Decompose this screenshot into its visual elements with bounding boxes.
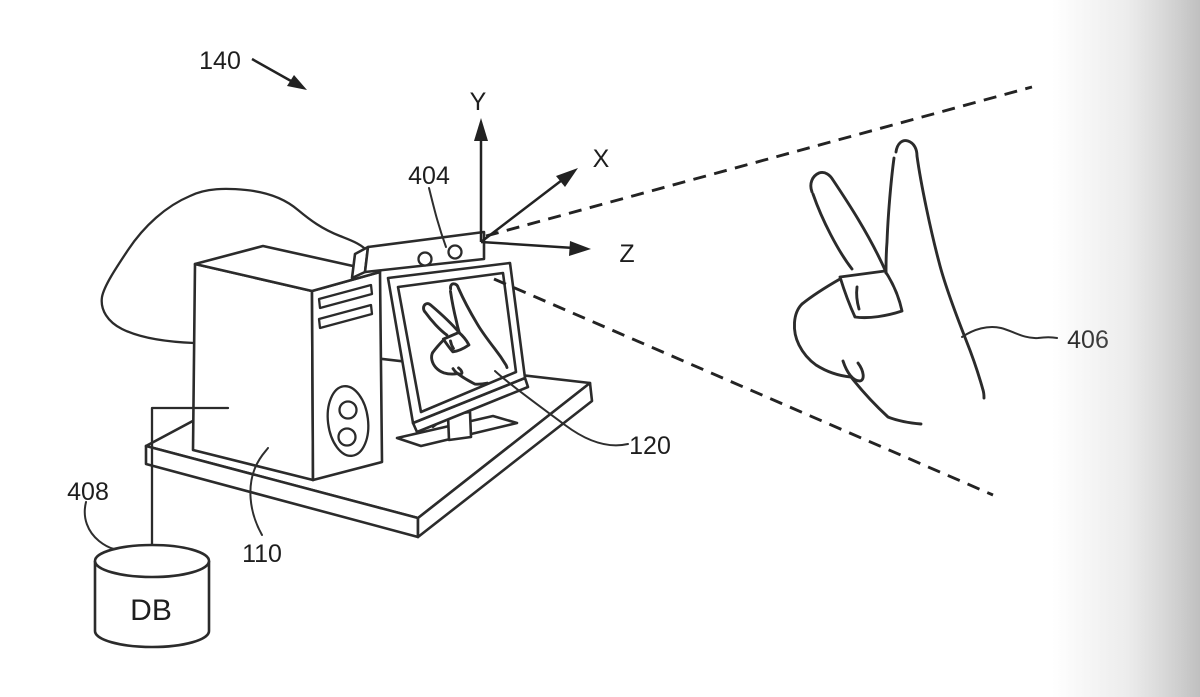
y-axis-arrowhead [474, 118, 488, 141]
monitor-display [386, 261, 530, 434]
y-axis-label: Y [470, 88, 487, 116]
cable-cloud [100, 187, 370, 345]
tower-top-face [193, 244, 382, 293]
computer-leader [249, 447, 269, 536]
tower-left-face [191, 262, 315, 482]
x-axis-arrowhead [556, 168, 578, 187]
monitor-stand [395, 410, 519, 448]
tower-vent-slot [317, 283, 374, 310]
camera-leader [428, 187, 447, 248]
system-ref-label: 140 [199, 47, 241, 75]
page-edge-shade [1052, 0, 1200, 697]
database-body [93, 561, 211, 649]
database-leader [83, 501, 115, 550]
z-axis-label: Z [619, 240, 634, 268]
coordinate-axes: Y X Z [470, 88, 635, 268]
camera-sensor-bar [350, 230, 486, 280]
z-axis-line [480, 240, 575, 250]
fov-dashed-upper [485, 85, 1033, 238]
tracked-hand [792, 139, 986, 426]
hand-leader [961, 326, 1058, 340]
camera-lens [447, 244, 463, 260]
tower-button [337, 427, 357, 447]
display-ref-label: 120 [629, 432, 671, 460]
system-arrow-line [251, 57, 292, 83]
camera-lens [417, 251, 433, 267]
stand-pedestal [446, 410, 473, 442]
database-top [93, 543, 211, 579]
camera-ref-label: 404 [408, 162, 450, 190]
system-arrowhead [287, 75, 307, 90]
display-leader [494, 370, 629, 447]
platform-front-right-edge [416, 381, 594, 539]
x-axis-line [480, 176, 567, 243]
z-axis-arrowhead [569, 241, 591, 256]
database-ref-label: 408 [67, 478, 109, 506]
fov-dashed-lower [493, 277, 994, 497]
database-cable [150, 406, 230, 548]
monitor-screen [396, 271, 518, 414]
x-axis-label: X [593, 145, 610, 173]
tower-vent-slot [317, 303, 374, 330]
database-cylinder: DB [93, 543, 211, 649]
database-text: DB [130, 594, 172, 627]
tower-button [338, 400, 358, 420]
computer-ref-label: 110 [242, 540, 282, 568]
computer-tower [191, 244, 384, 482]
